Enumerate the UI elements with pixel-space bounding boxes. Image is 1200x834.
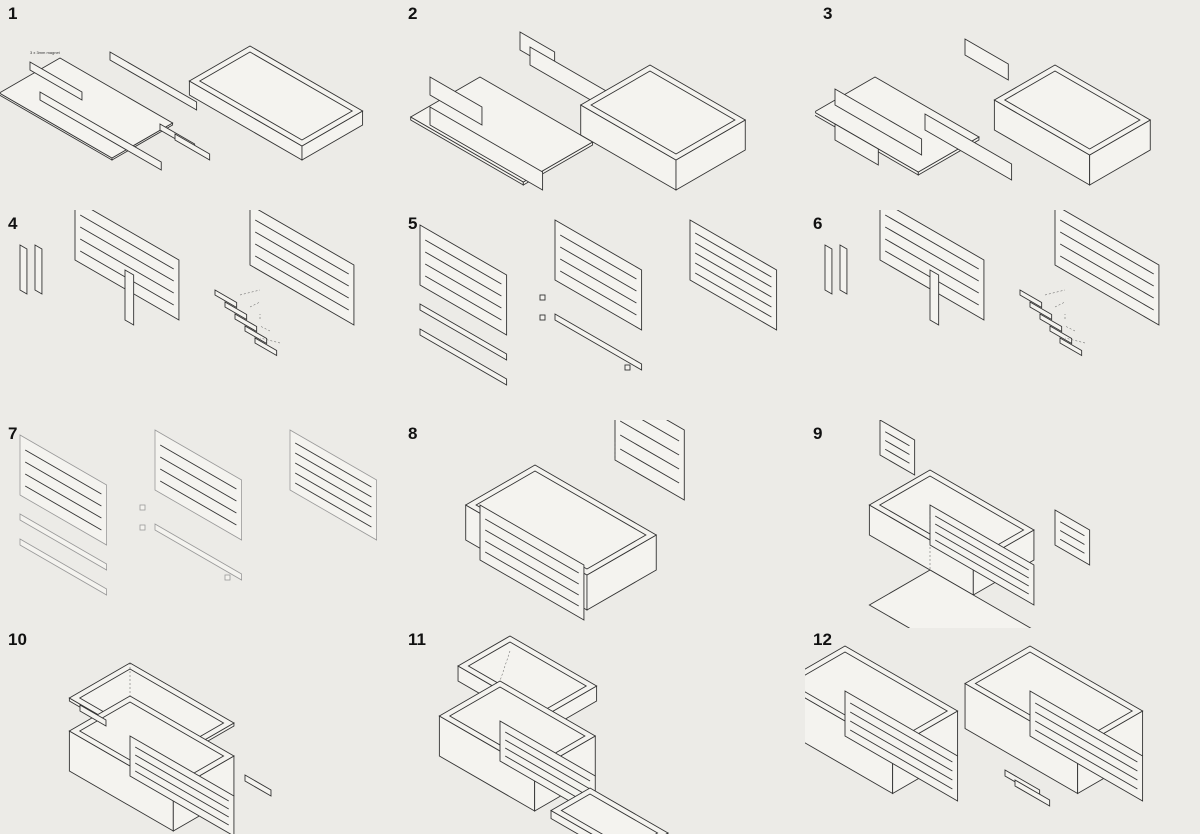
step-3: 3	[815, 0, 1200, 208]
rail	[20, 539, 107, 595]
connector-block	[625, 365, 630, 370]
connector-block	[225, 575, 230, 580]
assembly-drawing	[400, 420, 800, 628]
assembly-drawing	[805, 210, 1200, 418]
assembly-drawing	[805, 626, 1200, 834]
rail	[420, 329, 507, 385]
guide-line	[240, 290, 260, 295]
step-6: 6	[805, 210, 1200, 418]
end-panel	[965, 39, 1008, 80]
assembly-drawing	[400, 0, 800, 208]
post	[125, 270, 134, 325]
step-12: 12	[805, 626, 1200, 834]
step-8: 8	[400, 420, 800, 628]
post	[825, 245, 832, 294]
small-part	[175, 134, 210, 160]
assembly-drawing	[805, 420, 1200, 628]
guide-line	[1045, 290, 1065, 295]
step-9: 9	[805, 420, 1200, 628]
step-10: 10	[0, 626, 400, 834]
post	[20, 245, 27, 294]
assembly-drawing	[0, 626, 400, 834]
guide-line	[260, 326, 270, 331]
guide-line	[250, 302, 260, 307]
step-5: 5	[400, 210, 800, 418]
assembly-drawing	[400, 626, 800, 834]
step-4: 4	[0, 210, 400, 418]
assembly-drawing	[0, 420, 400, 628]
drawer-part	[1015, 780, 1050, 806]
step-7: 7	[0, 420, 400, 628]
connector-block	[140, 505, 145, 510]
leg-right	[245, 775, 271, 796]
assembly-drawing	[400, 210, 800, 418]
assembly-drawing	[0, 0, 400, 208]
assembly-drawing	[815, 0, 1200, 208]
guide-line	[1065, 326, 1075, 331]
back-panel	[615, 420, 684, 500]
assembly-drawing	[0, 210, 400, 418]
connector-block	[540, 315, 545, 320]
post	[35, 245, 42, 294]
post	[840, 245, 847, 294]
post	[930, 270, 939, 325]
guide-line	[1055, 302, 1065, 307]
connector-block	[140, 525, 145, 530]
connector-block	[540, 295, 545, 300]
step-2: 2	[400, 0, 800, 208]
step-11: 11	[400, 626, 800, 834]
